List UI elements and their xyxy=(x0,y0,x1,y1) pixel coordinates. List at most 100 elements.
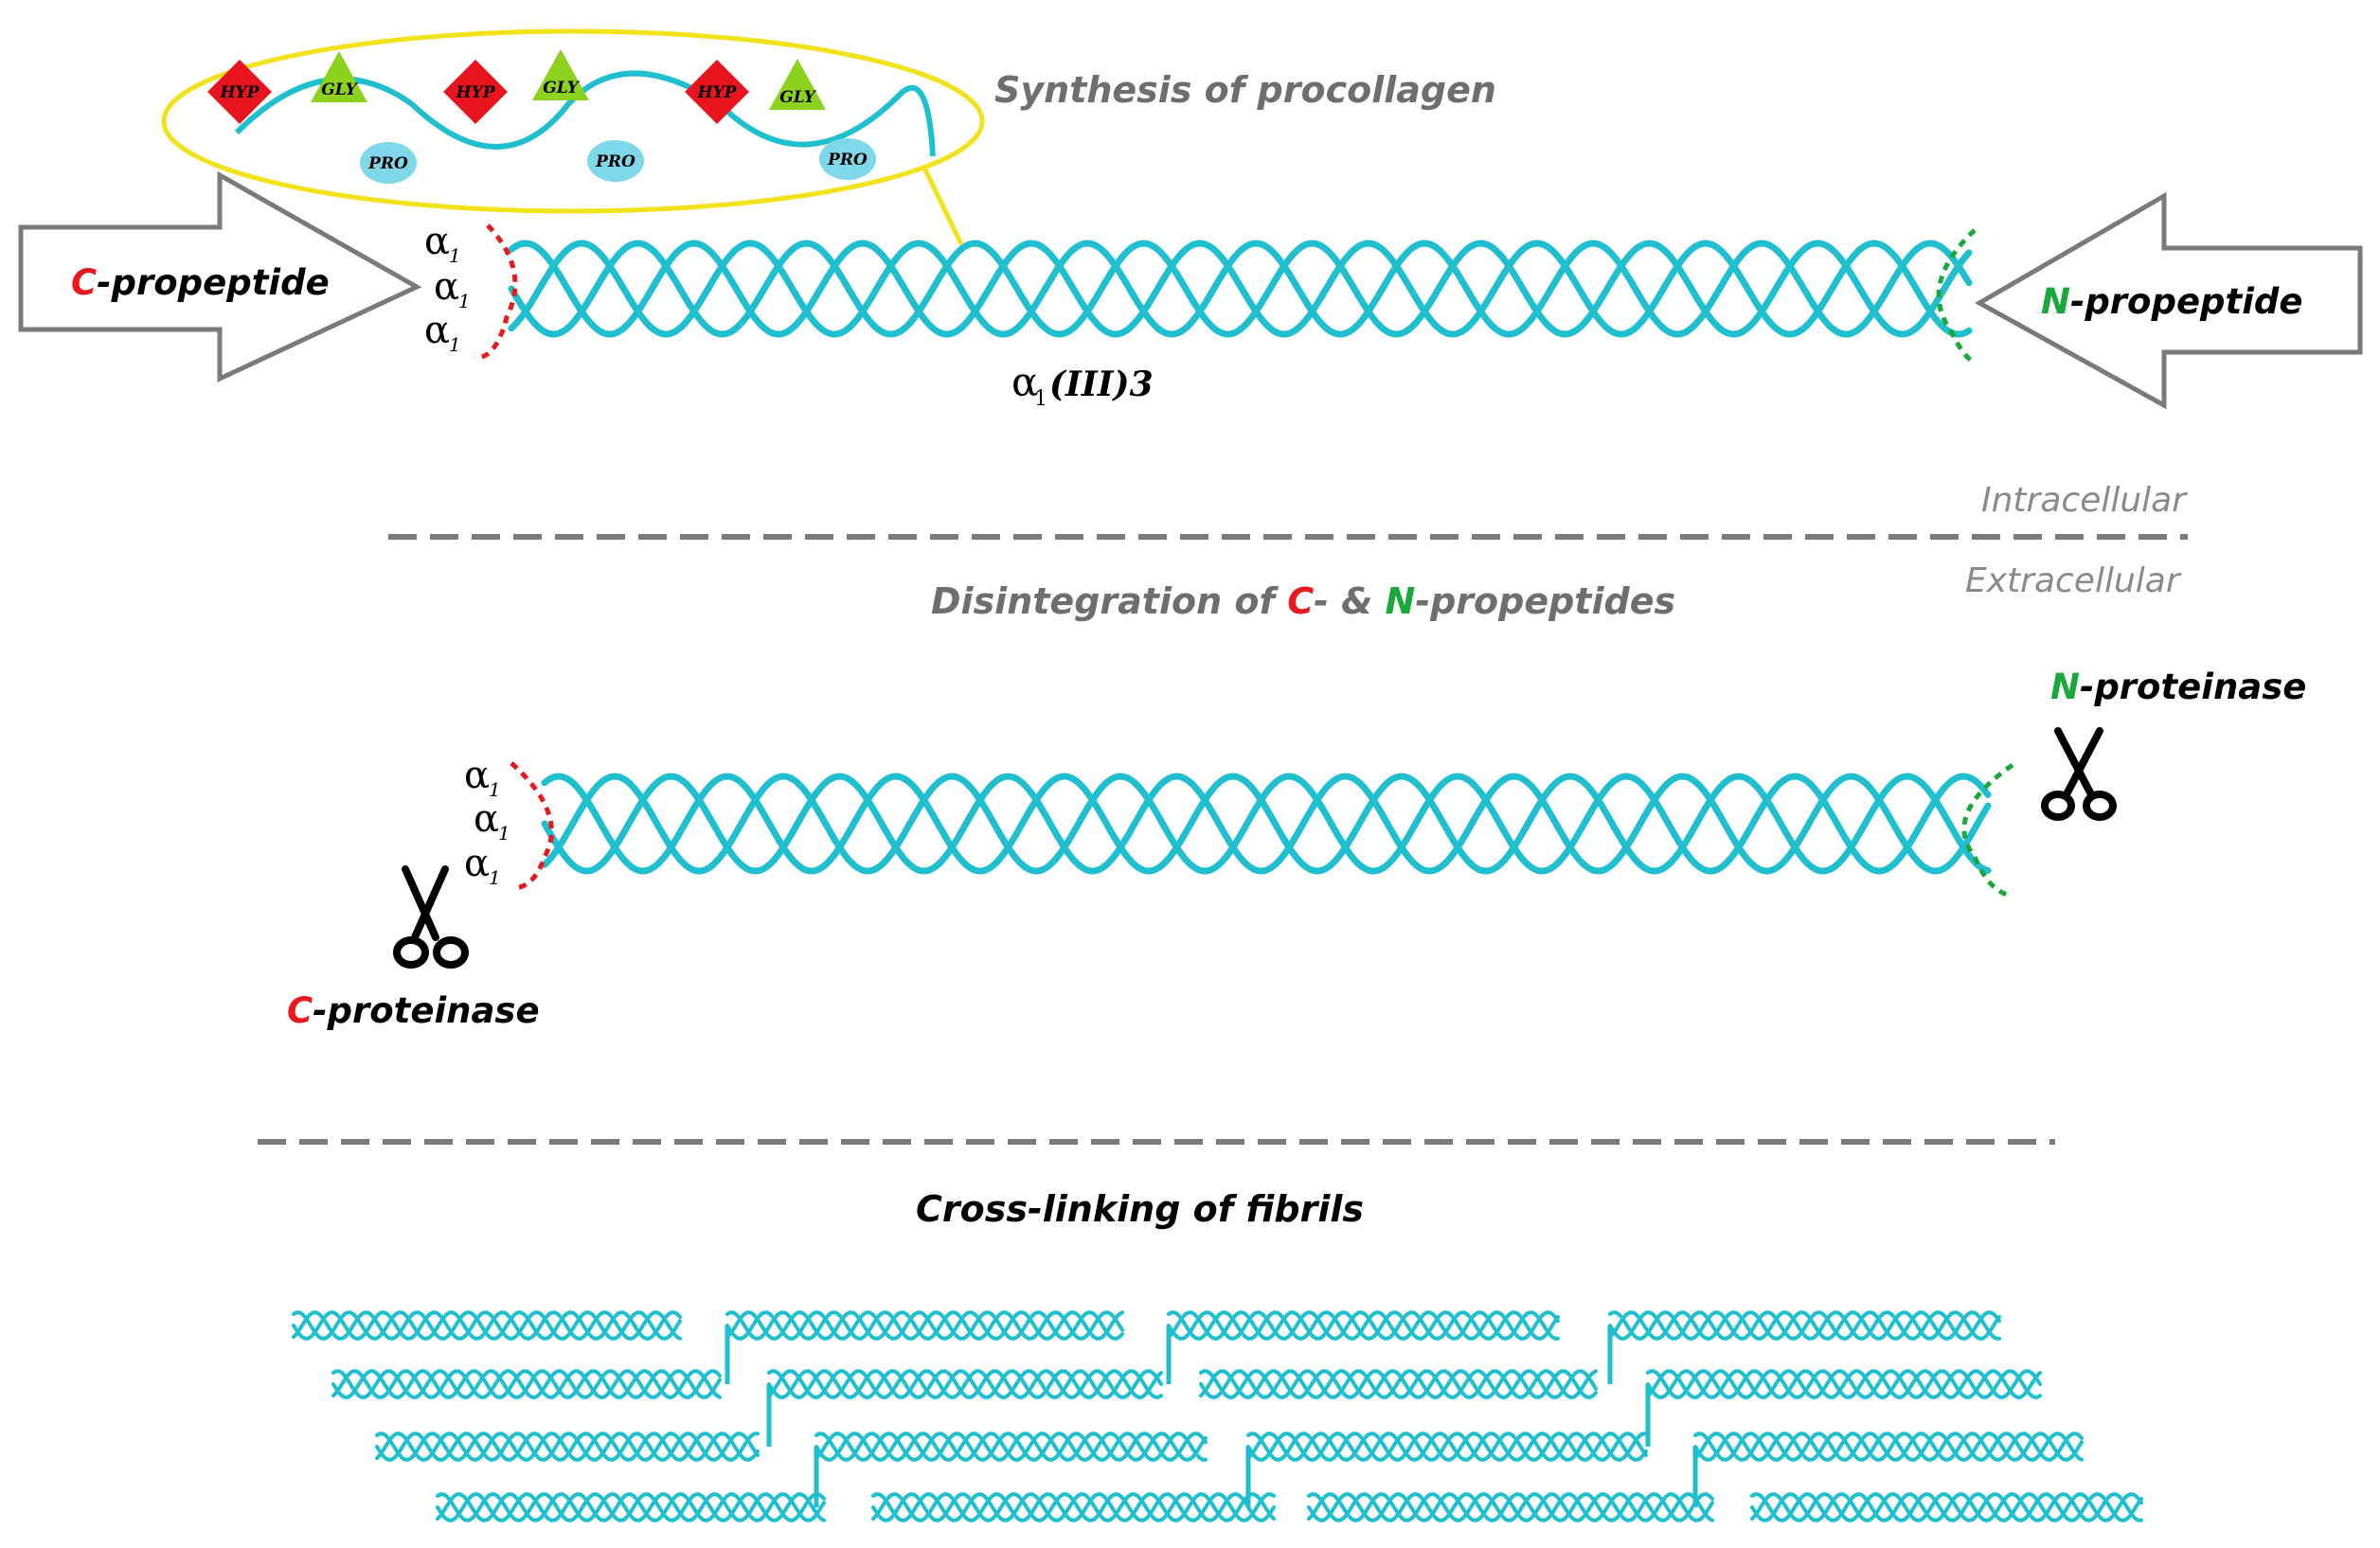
pro-label: PRO xyxy=(367,154,408,173)
fibril-strand xyxy=(814,1432,1208,1462)
alpha-chain-subscript: 1 xyxy=(449,333,461,356)
fibril-strand xyxy=(1307,1492,1714,1522)
fibril-strand xyxy=(292,1310,682,1341)
trimer-alpha: α xyxy=(1011,359,1038,405)
fibril-strand xyxy=(375,1432,760,1462)
gly-label: GLY xyxy=(779,88,816,107)
procollagen-strand xyxy=(508,240,1973,338)
n-terminal-marker-mid xyxy=(1961,762,2014,898)
fibril-strand xyxy=(725,1310,1124,1341)
c-propeptide-rest: -propeptide xyxy=(97,262,330,303)
pro-label: PRO xyxy=(827,151,868,169)
fibril-strand xyxy=(871,1492,1276,1522)
fibril-strand xyxy=(1167,1310,1560,1341)
c-propeptide-letter: C xyxy=(71,262,97,303)
n-proteinase-letter: N xyxy=(2050,667,2080,707)
disintegration-c: C xyxy=(1287,580,1314,622)
alpha-chain-label: α xyxy=(424,309,450,352)
cross-linked-fibrils xyxy=(292,1310,2143,1522)
tropocollagen-strand xyxy=(541,773,1992,875)
fibril-strand xyxy=(1646,1369,2042,1399)
pro-label: PRO xyxy=(595,152,635,171)
hyp-label: HYP xyxy=(456,83,496,102)
callout-ellipse xyxy=(161,28,985,214)
alpha-chain-subscript: 1 xyxy=(489,778,501,801)
fibril-strand xyxy=(1167,1310,1560,1341)
disintegration-title: Disintegration of C- & N-propeptides xyxy=(931,580,1675,622)
cross-linking-title: Cross-linking of fibrils xyxy=(916,1188,1364,1230)
polypeptide-chain xyxy=(234,70,936,157)
trimer-text: (III)3 xyxy=(1049,365,1154,404)
fibril-strand xyxy=(331,1369,722,1399)
fibril-strand xyxy=(1608,1310,2001,1341)
hyp-label: HYP xyxy=(697,83,738,102)
fibril-strand xyxy=(767,1369,1163,1399)
triple-helix-procollagen xyxy=(508,240,1973,338)
fibril-strand xyxy=(1199,1369,1598,1399)
fibril-strand xyxy=(871,1492,1276,1522)
n-proteinase-scissors-icon xyxy=(2041,727,2117,821)
triple-helix-tropocollagen xyxy=(541,773,1992,875)
alpha-chain-subscript: 1 xyxy=(498,822,510,845)
alpha-chain-subscript: 1 xyxy=(489,866,501,889)
c-proteinase-letter: C xyxy=(287,990,313,1031)
c-terminal-marker-mid xyxy=(510,761,554,891)
cross-link-bridges xyxy=(725,1326,1698,1507)
fibril-strand xyxy=(1693,1432,2084,1462)
fibril-strand xyxy=(1246,1432,1648,1462)
alpha-chain-subscript: 1 xyxy=(458,290,471,312)
hyp-label: HYP xyxy=(220,83,260,102)
fibril-strand xyxy=(436,1492,826,1522)
disintegration-suffix: -propeptides xyxy=(1415,580,1675,622)
procollagen-callout xyxy=(161,28,985,246)
pro-marker xyxy=(360,142,417,184)
fibril-strand xyxy=(767,1369,1163,1399)
gly-label: GLY xyxy=(321,80,358,99)
fibril-strand xyxy=(331,1369,722,1399)
fibril-strand xyxy=(1646,1369,2042,1399)
top-terminal-markers xyxy=(477,223,1977,365)
fibril-strand xyxy=(767,1369,1163,1399)
n-propeptide-rest: -propeptide xyxy=(2070,281,2303,322)
alpha-chain-subscript: 1 xyxy=(449,244,461,267)
alpha-chain-label: α xyxy=(424,220,450,263)
fibril-strand xyxy=(1750,1492,2143,1522)
c-proteinase-scissors-icon xyxy=(393,865,469,969)
fibril-strand xyxy=(814,1432,1208,1462)
intracellular-label: Intracellular xyxy=(1981,481,2188,520)
fibril-strand xyxy=(1608,1310,2001,1341)
procollagen-strand xyxy=(508,240,1973,338)
gly-marker xyxy=(311,51,367,102)
procollagen-strand xyxy=(508,240,1973,338)
svg-text:C-propeptide: C-propeptide xyxy=(71,262,330,303)
fibril-strand xyxy=(1693,1432,2084,1462)
tropocollagen-strand xyxy=(541,773,1992,875)
residue-markers: HYP HYP HYP GLY GLY GLY PRO PRO PRO xyxy=(207,49,876,184)
fibril-strand xyxy=(1246,1432,1648,1462)
n-terminal-marker xyxy=(1936,228,1977,365)
fibril-strand xyxy=(1307,1492,1714,1522)
trimer-subscript: 1 xyxy=(1034,387,1047,411)
fibril-strand xyxy=(292,1310,682,1341)
alpha-chain-label: α xyxy=(474,797,499,841)
n-propeptide-arrow: N-propeptide xyxy=(1974,191,2363,410)
alpha-chain-label: α xyxy=(464,754,490,797)
gly-marker xyxy=(532,49,589,100)
fibril-strand xyxy=(1199,1369,1598,1399)
extracellular-label: Extracellular xyxy=(1965,561,2182,600)
disintegration-prefix: Disintegration of xyxy=(931,580,1287,622)
c-propeptide-arrow: C-propeptide xyxy=(18,170,422,383)
fibril-strand xyxy=(1750,1492,2143,1522)
synthesis-title: Synthesis of procollagen xyxy=(994,69,1496,111)
callout-pointer xyxy=(921,164,964,246)
fibril-strand xyxy=(436,1492,826,1522)
fibril-strand xyxy=(1246,1432,1648,1462)
pro-marker xyxy=(819,138,876,180)
alpha-chain-label: α xyxy=(434,265,459,309)
c-proteinase-rest: -proteinase xyxy=(313,990,539,1031)
n-propeptide-letter: N xyxy=(2041,281,2070,322)
c-terminal-marker xyxy=(477,223,518,361)
gly-label: GLY xyxy=(543,79,580,98)
